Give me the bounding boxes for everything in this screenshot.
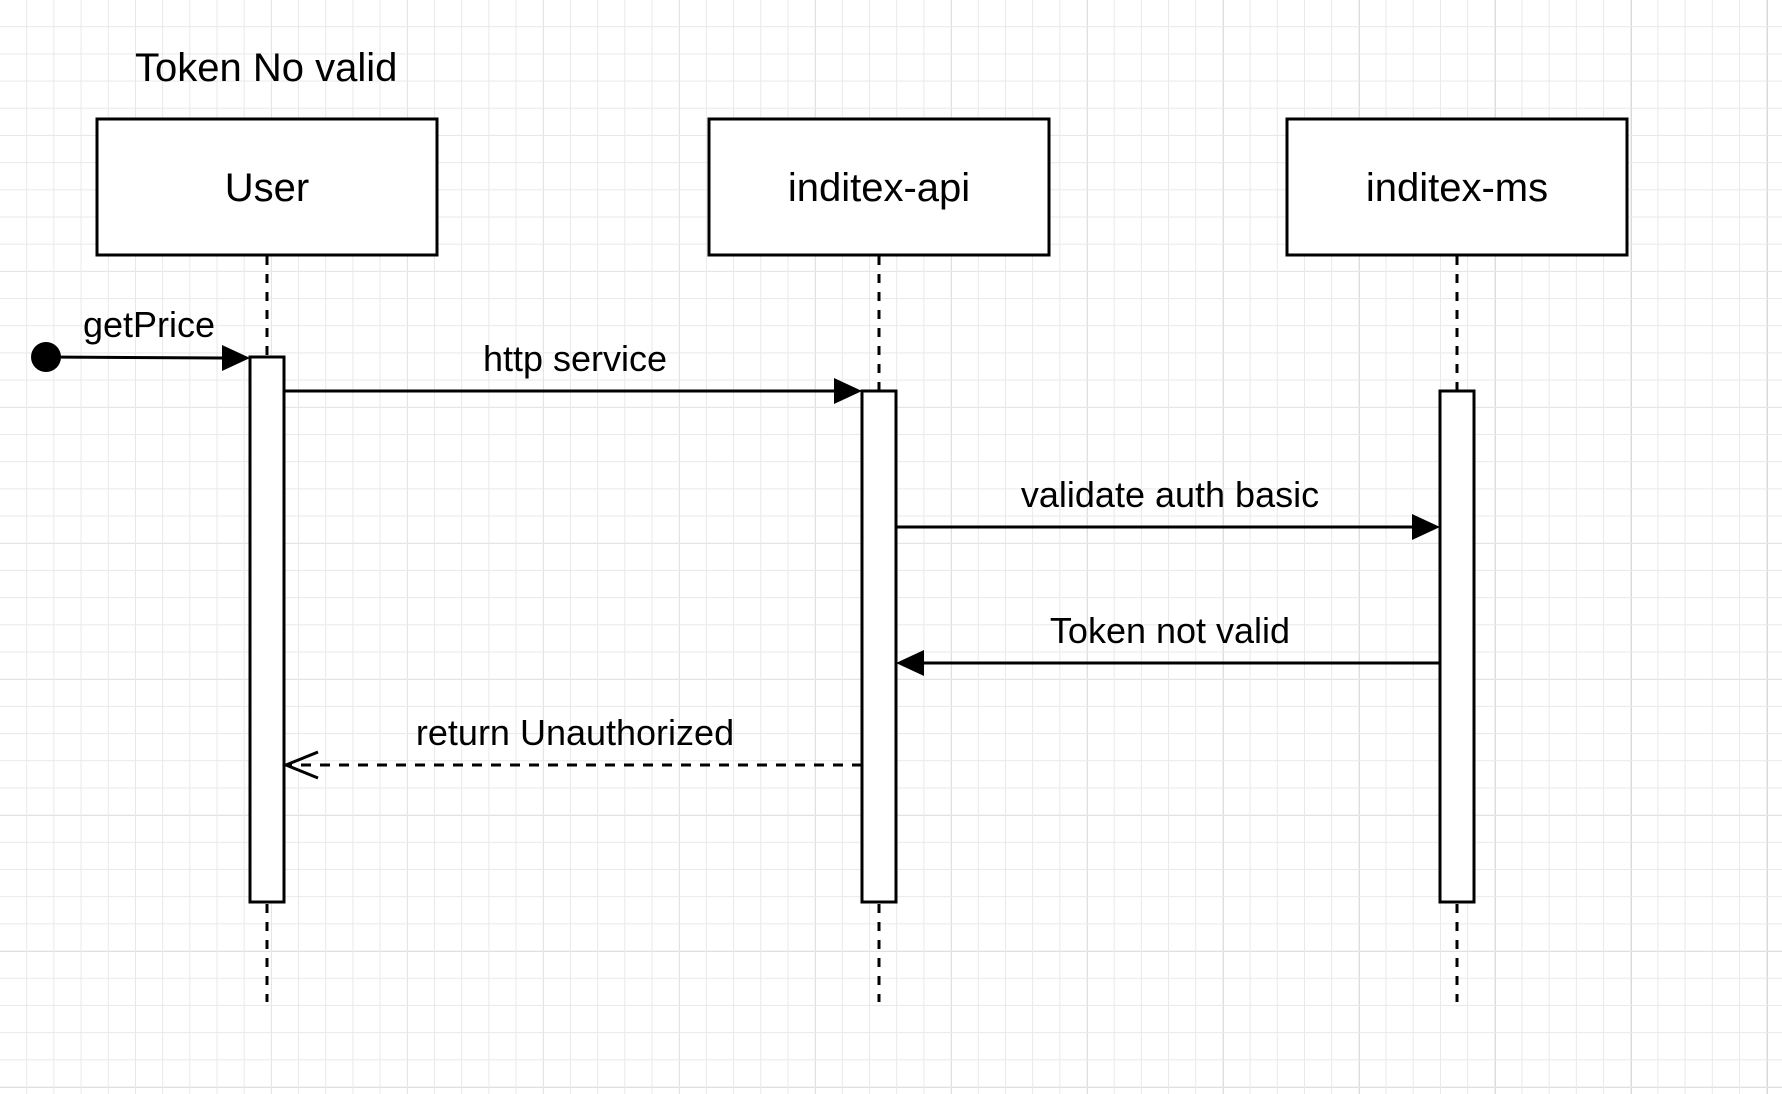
open-arrowhead-icon — [282, 750, 319, 780]
message-label: getPrice — [83, 304, 215, 345]
filled-arrowhead-icon — [834, 378, 862, 404]
filled-arrowhead-icon — [222, 345, 250, 371]
participant-inditex-ms[interactable]: inditex-ms — [1285, 117, 1629, 257]
participant-box — [95, 117, 439, 257]
message-line — [45, 355, 223, 360]
message-label: Token not valid — [1050, 610, 1290, 651]
message-token-not-valid[interactable]: Token not valid — [896, 610, 1440, 676]
activation-bar-user[interactable] — [248, 355, 286, 904]
participant-box — [1285, 117, 1629, 257]
diagram-title: Token No valid — [135, 46, 397, 90]
participant-label: inditex-ms — [1366, 166, 1548, 210]
activation-bar-inditex-ms[interactable] — [1438, 389, 1476, 904]
participant-box — [707, 117, 1051, 257]
filled-arrowhead-icon — [896, 650, 924, 676]
message-http-service[interactable]: http service — [284, 338, 862, 404]
message-label: return Unauthorized — [416, 712, 734, 753]
message-getprice[interactable]: getPrice — [31, 304, 250, 372]
participant-user[interactable]: User — [95, 117, 439, 257]
participant-inditex-api[interactable]: inditex-api — [707, 117, 1051, 257]
filled-arrowhead-icon — [1412, 514, 1440, 540]
message-validate-auth-basic[interactable]: validate auth basic — [896, 474, 1440, 540]
message-label: validate auth basic — [1021, 474, 1319, 515]
participant-label: inditex-api — [788, 166, 970, 210]
participant-label: User — [225, 166, 309, 210]
message-label: http service — [483, 338, 667, 379]
activation-bar-inditex-api[interactable] — [860, 389, 898, 904]
message-return-unauthorized[interactable]: return Unauthorized — [282, 712, 862, 780]
